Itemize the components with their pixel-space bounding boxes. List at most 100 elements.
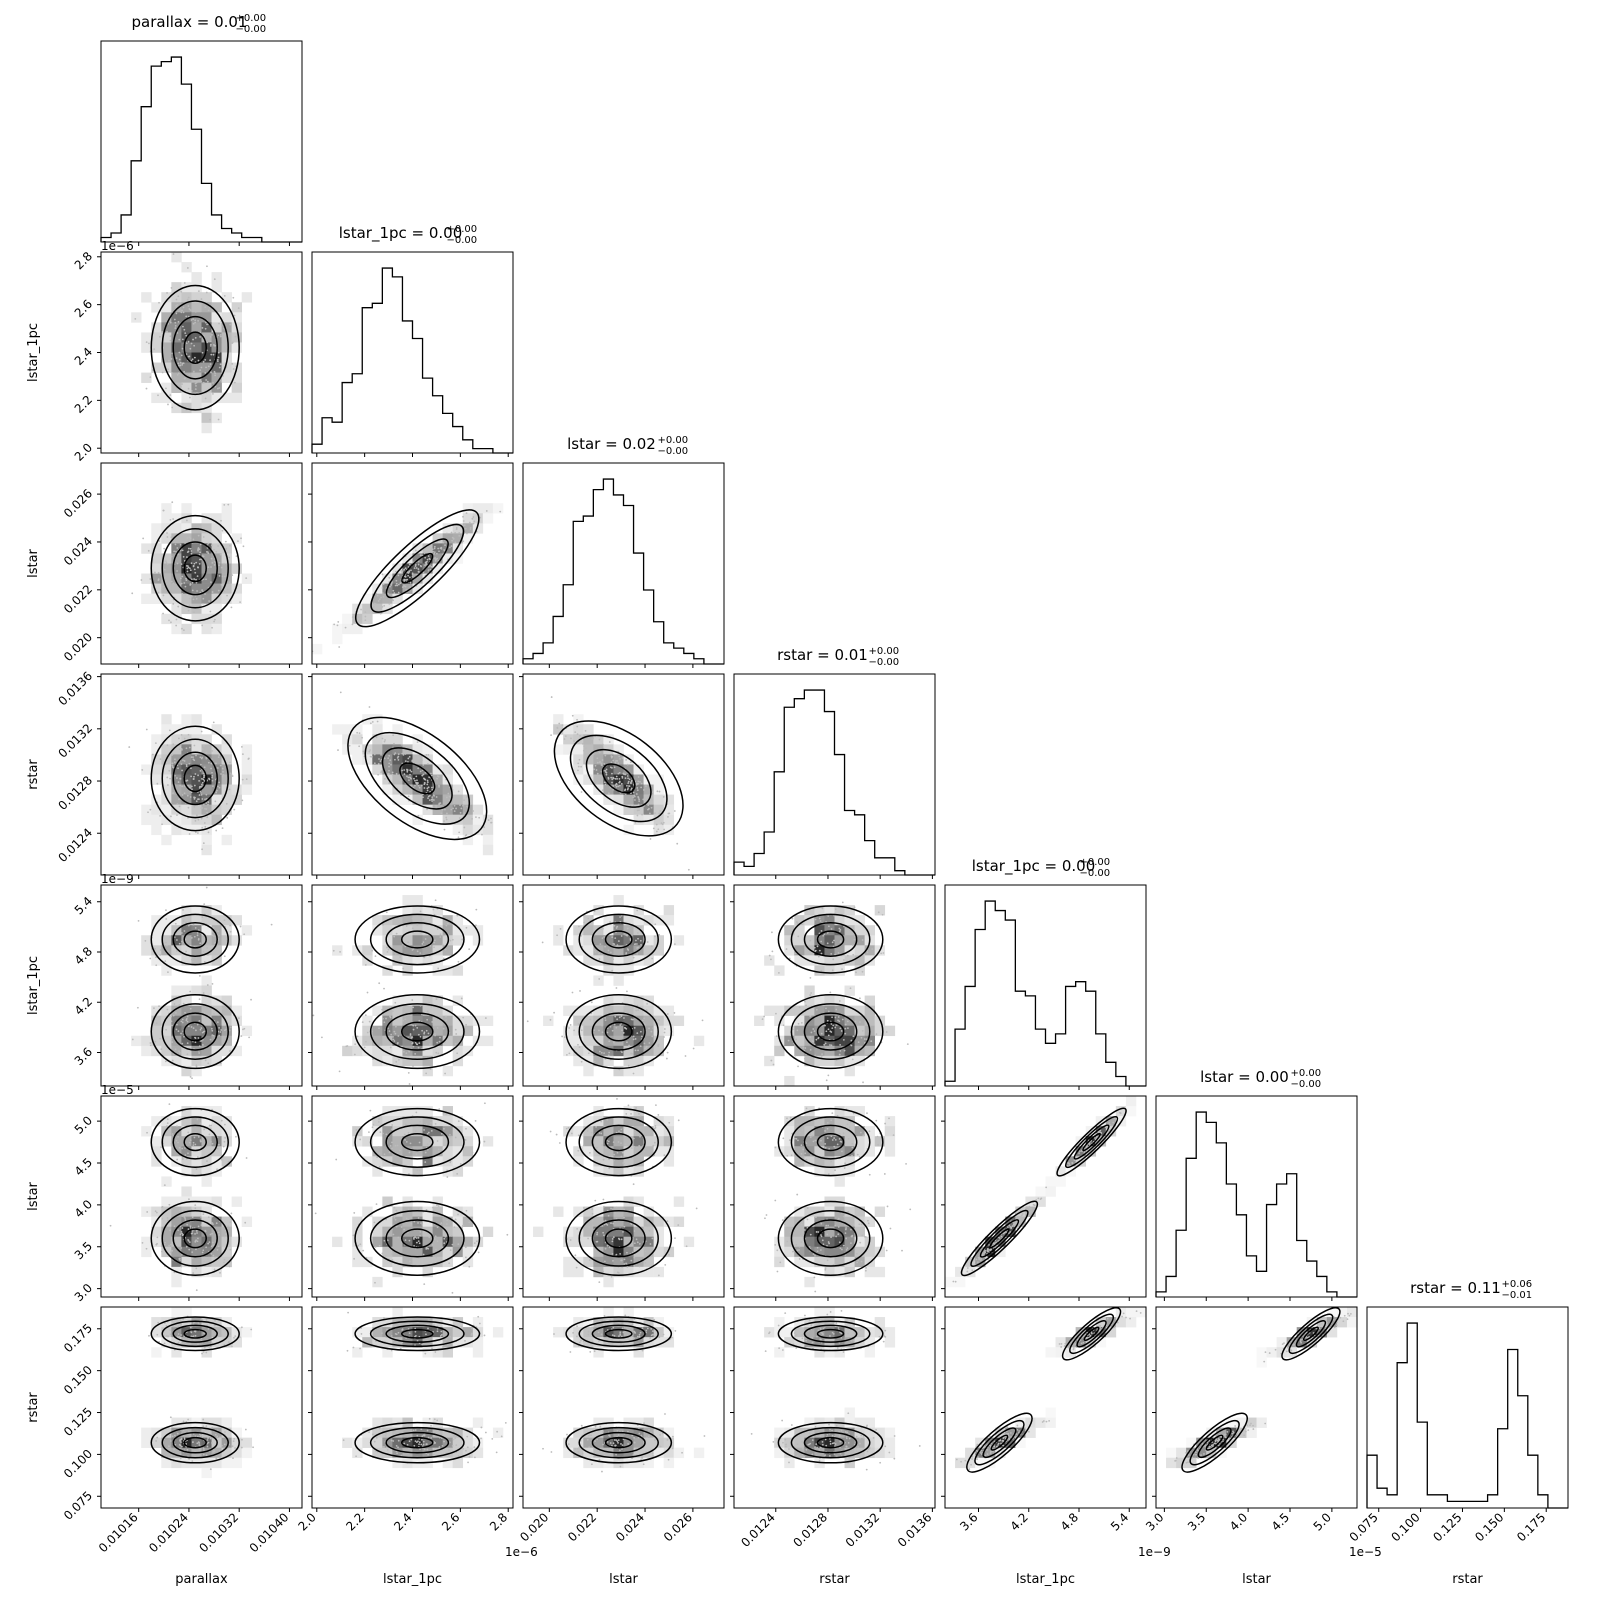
sample-point: [820, 969, 823, 972]
density-cell: [452, 1035, 464, 1047]
density-cell: [603, 1266, 614, 1278]
density-cell: [784, 1136, 795, 1147]
sample-point: [853, 938, 856, 941]
sample-point: [194, 1233, 196, 1235]
density-cell: [945, 1276, 956, 1288]
density-cell: [181, 985, 192, 996]
density-cell: [422, 1236, 433, 1248]
density-cell: [191, 774, 202, 785]
sample-point: [199, 526, 202, 529]
density-cell: [814, 1236, 825, 1248]
sample-point: [417, 1217, 420, 1219]
sample-point: [844, 1027, 847, 1030]
density-cell: [442, 1106, 453, 1117]
sample-point: [364, 611, 367, 614]
sample-point: [859, 1241, 862, 1244]
sample-point: [438, 802, 441, 805]
sample-point: [218, 574, 221, 577]
sample-point: [232, 296, 235, 299]
sample-point: [240, 1035, 243, 1037]
sample-point: [185, 579, 188, 582]
density-cell: [402, 784, 413, 795]
sample-point: [176, 547, 179, 549]
sample-point: [795, 1137, 798, 1140]
density-cell: [231, 583, 242, 594]
sample-point: [177, 605, 180, 608]
density-cell: [382, 1106, 393, 1117]
sample-point: [397, 1236, 400, 1239]
density-cell: [874, 1206, 886, 1217]
sample-point: [364, 619, 367, 622]
density-cell: [663, 1216, 675, 1227]
density-cell: [191, 583, 202, 594]
density-cell: [352, 1226, 363, 1237]
sample-point: [376, 1156, 379, 1159]
density-cell: [402, 1146, 413, 1157]
density-cell: [663, 1156, 675, 1167]
sample-point: [173, 550, 176, 553]
sample-point: [451, 539, 454, 542]
density-cell: [191, 1166, 202, 1177]
sample-point: [410, 1222, 413, 1225]
sample-point: [200, 730, 203, 733]
sample-point: [378, 758, 380, 760]
sample-point: [166, 1118, 169, 1121]
density-cell: [231, 794, 242, 805]
density-cell: [402, 1055, 413, 1067]
sample-point: [312, 1014, 315, 1017]
density-cell: [201, 1126, 212, 1137]
density-cell: [422, 1126, 433, 1137]
sample-point: [189, 396, 191, 399]
sample-point: [642, 798, 645, 801]
density-cell: [412, 1166, 423, 1177]
density-cell: [462, 1045, 474, 1057]
sample-point: [436, 1226, 439, 1229]
density-cell: [151, 1045, 162, 1057]
density-cell: [804, 1236, 815, 1248]
density-cell: [191, 985, 202, 996]
density-cell: [402, 794, 413, 805]
sample-point: [636, 789, 639, 792]
sample-point: [638, 1127, 641, 1130]
sample-point: [206, 811, 208, 814]
sample-point: [408, 570, 411, 572]
density-cell: [472, 1015, 484, 1026]
density-cell: [332, 633, 343, 645]
sample-point: [447, 792, 450, 795]
sample-point: [354, 1043, 357, 1046]
sample-point: [412, 786, 415, 789]
sample-point: [651, 799, 654, 801]
density-cell: [392, 1106, 403, 1117]
sample-point: [472, 522, 475, 525]
sample-point: [201, 1031, 204, 1034]
panel-title: rstar = 0.01: [777, 646, 868, 664]
density-cell: [442, 1226, 453, 1237]
sample-point: [228, 556, 231, 559]
sample-point: [618, 1130, 620, 1133]
sample-point: [830, 1119, 833, 1122]
sample-point: [620, 914, 623, 917]
density-cell: [794, 1005, 805, 1016]
sample-point: [423, 787, 426, 789]
sample-point: [441, 943, 444, 946]
sample-point: [395, 1209, 398, 1212]
sample-point: [640, 1030, 642, 1033]
sample-point: [215, 306, 218, 309]
density-cell: [201, 1106, 212, 1117]
sample-point: [598, 958, 601, 960]
sample-point: [394, 1144, 397, 1147]
density-cell: [603, 995, 614, 1006]
sample-point: [673, 1012, 676, 1014]
density-cell: [141, 1236, 152, 1248]
sample-point: [578, 925, 580, 928]
density-cell: [794, 1045, 805, 1057]
sample-point: [200, 807, 203, 810]
sample-point: [419, 770, 422, 773]
density-cell: [824, 935, 835, 946]
sample-point: [212, 721, 215, 724]
density-cell: [432, 1045, 443, 1057]
sample-point: [846, 1020, 849, 1023]
density-cell: [201, 1116, 212, 1127]
density-cell: [563, 1236, 574, 1248]
sample-point: [170, 580, 173, 583]
